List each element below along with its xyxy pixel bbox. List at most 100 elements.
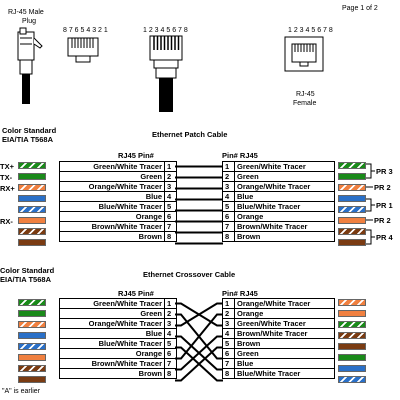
plug-pin-numbers-reverse: 8 7 6 5 4 3 2 1	[63, 27, 108, 34]
page-label: Page 1 of 2	[342, 5, 378, 12]
wire-label: Blue	[59, 328, 165, 339]
wire-label: Blue/White Tracer	[234, 368, 335, 379]
swatch-blue	[338, 195, 366, 202]
swatch-blue-white	[18, 206, 46, 213]
swatch-blue	[18, 332, 46, 339]
swatch-blue-white	[18, 343, 46, 350]
swatch-green-white	[338, 321, 366, 328]
wire-label: Blue/White Tracer	[59, 201, 165, 212]
wire-label: Green/White Tracer	[234, 318, 335, 329]
patch-title: Ethernet Patch Cable	[152, 130, 228, 139]
wire-label: Orange	[234, 211, 335, 222]
swatch-orange	[18, 354, 46, 361]
plug-pin-numbers-forward: 1 2 3 4 5 6 7 8	[143, 27, 188, 34]
wire-label: Brown	[234, 338, 335, 349]
wire-label: Green/White Tracer	[59, 298, 165, 309]
wire-label: Orange/White Tracer	[234, 181, 335, 192]
patch-standard-line1: Color Standard	[2, 126, 57, 135]
swatch-green	[18, 310, 46, 317]
wire-label: Orange	[234, 308, 335, 319]
wire-label: Orange/White Tracer	[59, 181, 165, 192]
wire-label: Brown/White Tracer	[234, 328, 335, 339]
wire-label: Green	[234, 171, 335, 182]
swatch-orange-white	[338, 184, 366, 191]
swatch-blue-white	[338, 376, 366, 383]
wire-label: Green	[59, 171, 165, 182]
wire-label: Brown	[234, 231, 335, 242]
wire-label: Blue	[59, 191, 165, 202]
pair-label: PR 1	[376, 201, 393, 210]
wire-label: Blue	[234, 358, 335, 369]
patch-wires	[175, 165, 223, 245]
wire-label: Brown/White Tracer	[59, 221, 165, 232]
crossover-left-header: RJ45 Pin#	[118, 289, 154, 298]
jack-label-line1: RJ-45	[296, 91, 315, 98]
footnote: "A" is earlier	[2, 388, 41, 395]
wire-label: Orange	[59, 211, 165, 222]
pair-label: PR 4	[376, 233, 393, 242]
swatch-brown-white	[338, 332, 366, 339]
swatch-green	[18, 173, 46, 180]
swatch-brown	[18, 239, 46, 246]
rj45-plug-front-icon	[149, 35, 183, 112]
swatch-green	[338, 354, 366, 361]
wire-label: Green	[234, 348, 335, 359]
plug-label-line1: RJ-45 Male	[8, 9, 44, 16]
swatch-green-white	[18, 299, 46, 306]
swatch-green-white	[18, 162, 46, 169]
signal-tx-plus: TX+	[0, 162, 14, 171]
crossover-wire	[175, 335, 223, 371]
patch-right-header: Pin# RJ45	[222, 151, 258, 160]
crossover-wire	[175, 302, 223, 327]
swatch-brown	[338, 239, 366, 246]
jack-label-line2: Female	[293, 100, 317, 107]
swatch-green	[338, 173, 366, 180]
wire-label: Blue	[234, 191, 335, 202]
plug-label-line2: Plug	[22, 18, 37, 25]
crossover-wires	[175, 302, 223, 382]
patch-left-header: RJ45 Pin#	[118, 151, 154, 160]
rj45-plug-side-icon	[17, 27, 43, 104]
signal-rx-plus: RX+	[0, 184, 15, 193]
swatch-blue	[338, 365, 366, 372]
pair-label: PR 3	[376, 167, 393, 176]
rj45-jack-icon	[284, 36, 324, 72]
pair-label: PR 2	[374, 216, 391, 225]
rj45-plug-top-icon	[67, 37, 99, 63]
wire-label: Brown/White Tracer	[234, 221, 335, 232]
crossover-standard-line2: EIA/TIA T568A	[0, 275, 51, 284]
crossover-title: Ethernet Crossover Cable	[143, 270, 236, 279]
swatch-brown-white	[18, 365, 46, 372]
jack-pin-numbers: 1 2 3 4 5 6 7 8	[288, 27, 333, 34]
wire-label: Brown	[59, 231, 165, 242]
swatch-brown	[18, 376, 46, 383]
wire-label: Green	[59, 308, 165, 319]
swatch-green-white	[338, 162, 366, 169]
